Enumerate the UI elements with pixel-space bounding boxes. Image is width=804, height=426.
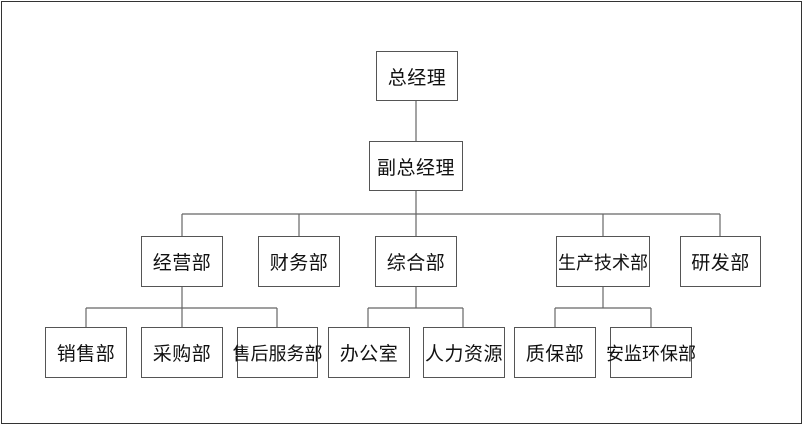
general-manager-box: 总经理 <box>376 51 458 101</box>
after-sales-dept-box: 售后服务部 <box>233 327 323 378</box>
safety-env-dept-box: 安监环保部 <box>606 327 696 378</box>
general-affairs-dept-box: 综合部 <box>375 236 457 287</box>
hr-box: 人力资源 <box>423 327 505 378</box>
purchasing-dept-box: 采购部 <box>141 327 223 378</box>
finance-dept-box: 财务部 <box>258 236 340 287</box>
quality-dept-box: 质保部 <box>514 327 596 378</box>
business-dept-box: 经营部 <box>141 236 223 287</box>
sales-dept-box: 销售部 <box>45 327 127 378</box>
office-box: 办公室 <box>328 327 410 378</box>
deputy-general-manager-box: 副总经理 <box>369 141 463 191</box>
production-tech-dept-box: 生产技术部 <box>556 236 650 287</box>
rnd-dept-box: 研发部 <box>680 236 761 287</box>
